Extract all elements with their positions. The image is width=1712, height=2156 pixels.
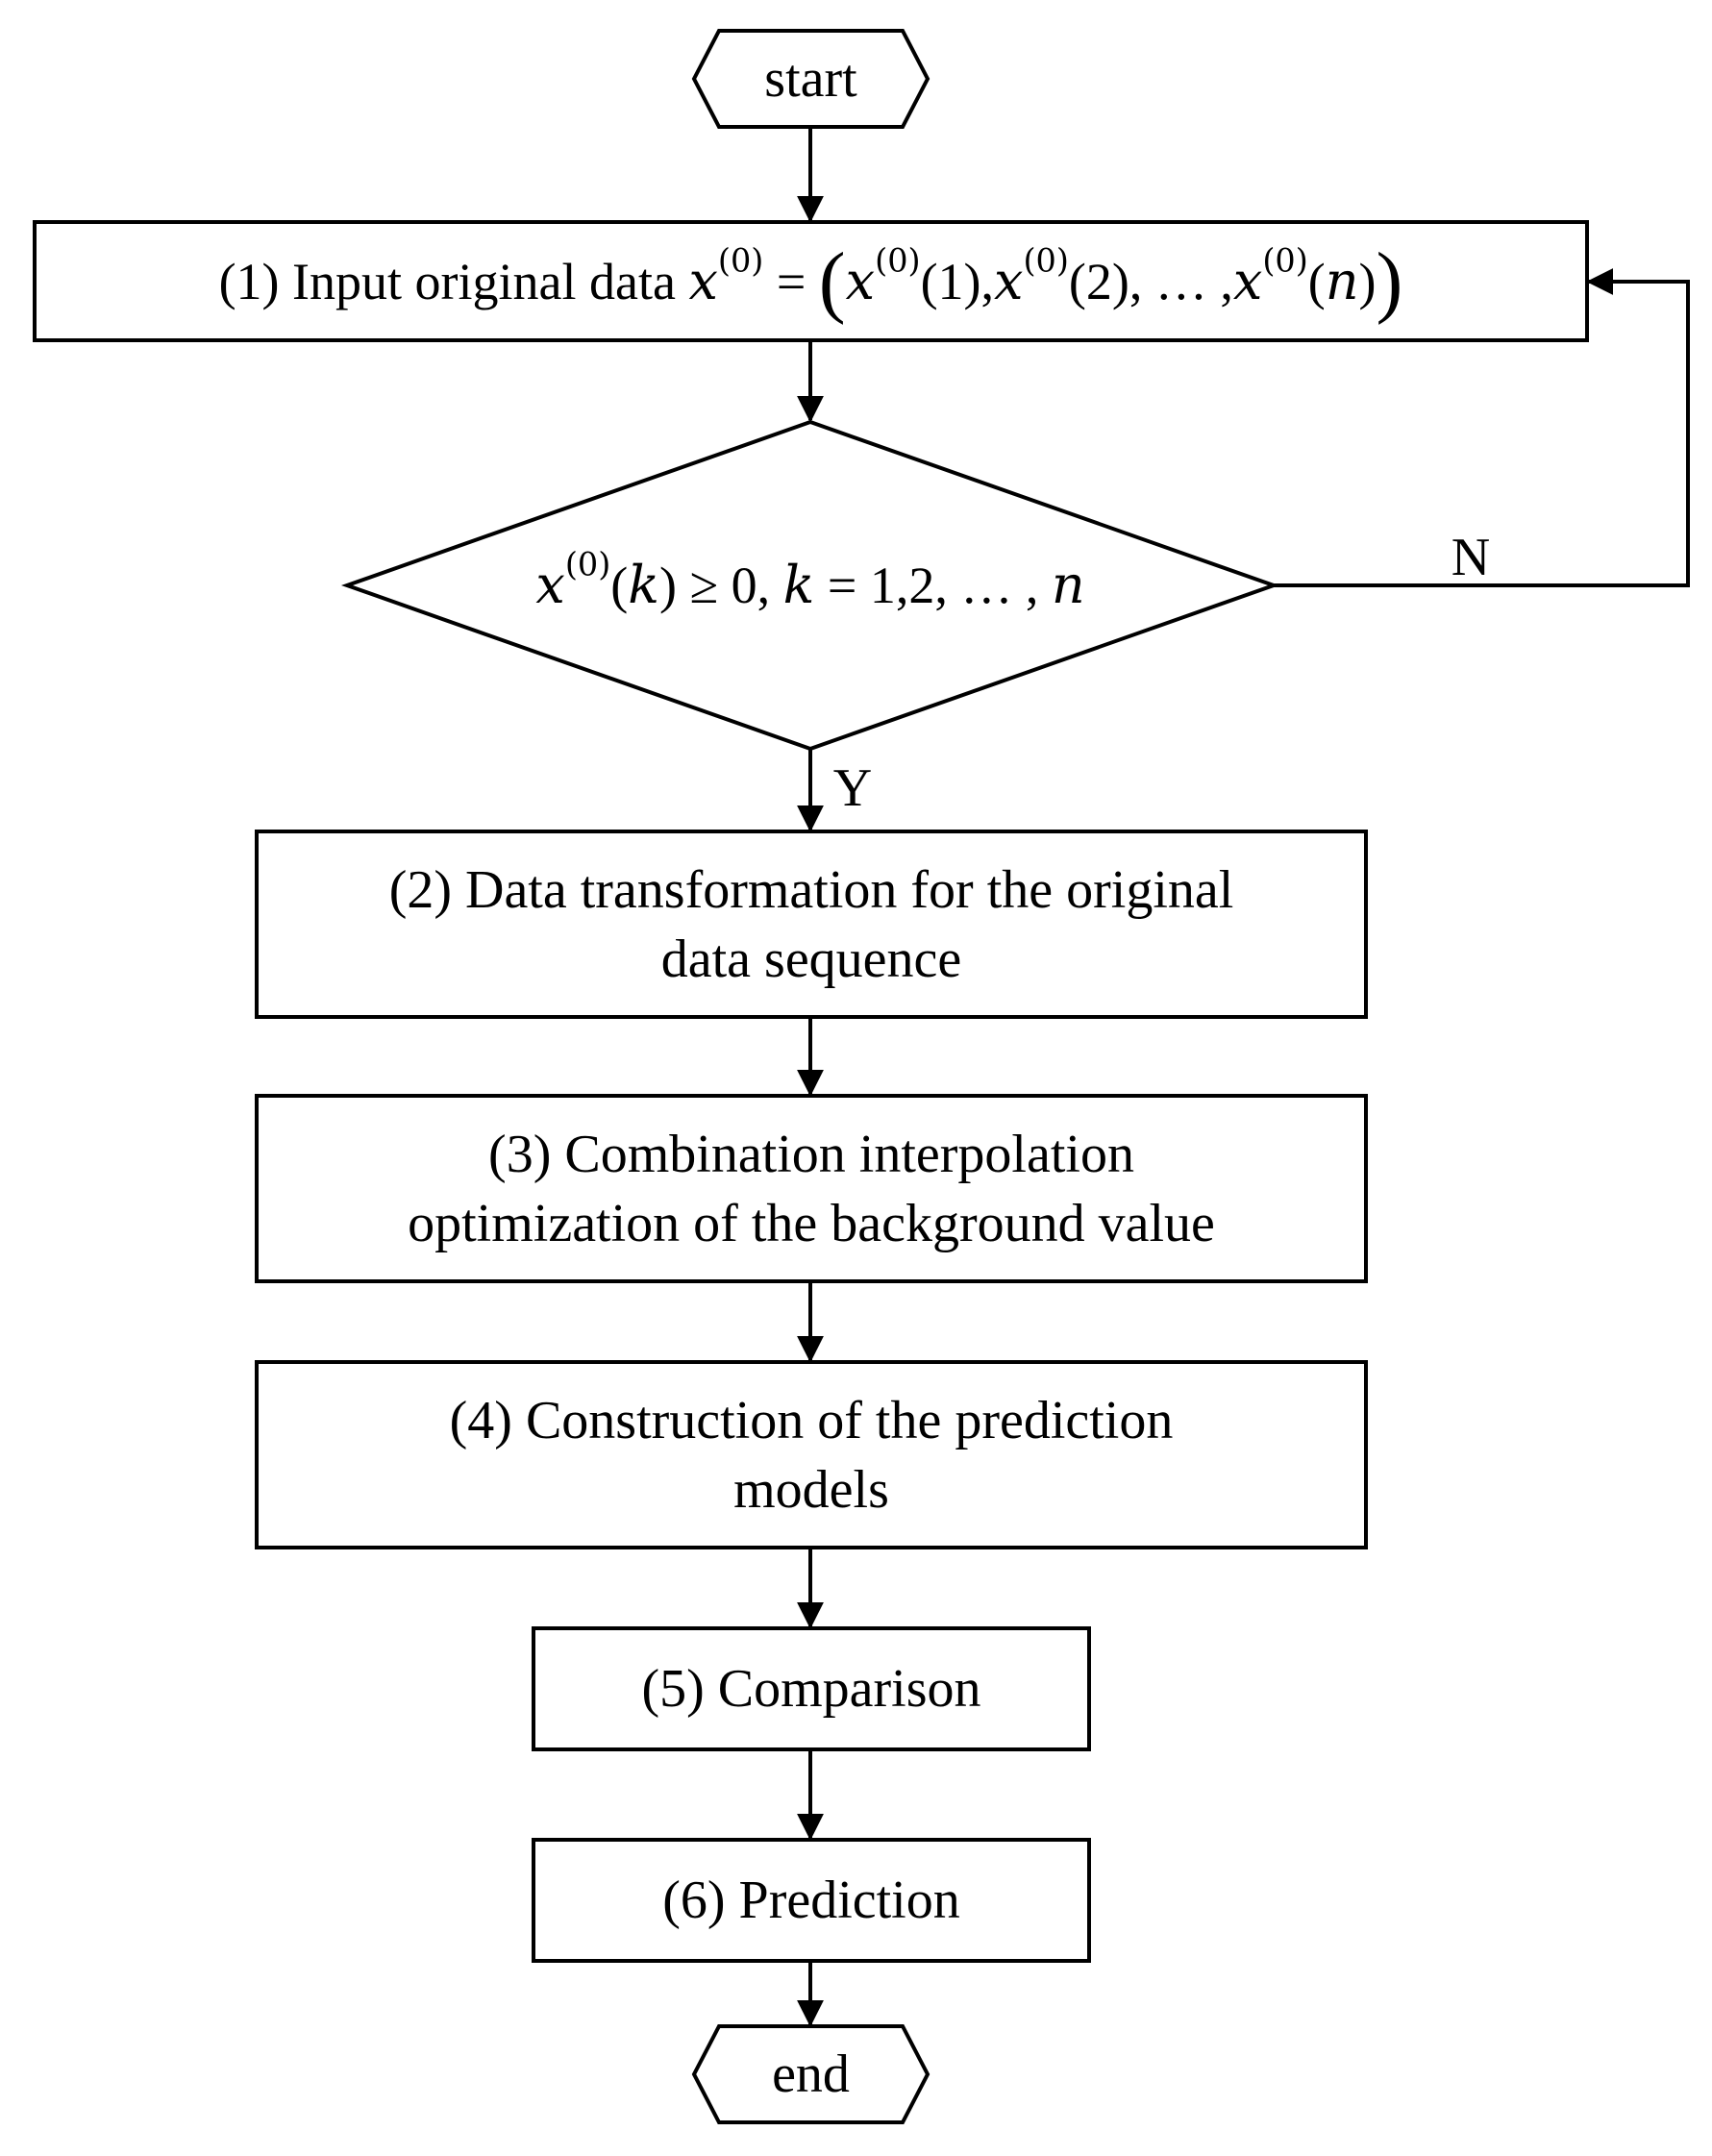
step1-label: (1) Input original data x(0) = (x(0)(1),… [218, 235, 1403, 326]
step5-label: (5) Comparison [641, 1659, 981, 1719]
decision-k1: k [628, 555, 659, 615]
end-terminator [691, 2024, 930, 2124]
step2-line1: (2) Data transformation for the original [388, 859, 1234, 920]
decision-p1: ( [610, 557, 629, 614]
step1-sup-b: (0) [1023, 241, 1069, 280]
step2-label: (2) Data transformation for the original… [257, 831, 1366, 1017]
end-label: end [772, 2044, 850, 2104]
step4-label: (4) Construction of the prediction model… [257, 1362, 1366, 1548]
step3-line2: optimization of the background value [408, 1193, 1215, 1253]
start-terminator [691, 29, 930, 129]
decision-k2: k [782, 555, 815, 615]
step6-label: (6) Prediction [662, 1871, 960, 1930]
step1-t1: (1), [920, 252, 995, 310]
start-label: start [764, 49, 857, 109]
step1-t3: ( [1307, 252, 1326, 310]
decision-n: n [1051, 555, 1085, 615]
decision-sup: (0) [564, 545, 611, 583]
step4-line1: (4) Construction of the prediction [449, 1390, 1174, 1450]
step1-text: (1) Input original data [218, 252, 676, 310]
decision-p3: = 1,2, … , [827, 557, 1039, 614]
step1-var-b: x [994, 250, 1024, 311]
step1-var: x [688, 250, 718, 311]
step1-t4: ) [1358, 252, 1377, 310]
decision-var: x [535, 555, 565, 615]
step1-n: n [1325, 250, 1359, 311]
step1-sup-c: (0) [1262, 241, 1308, 280]
decision-p2: ) ≥ 0, [659, 557, 771, 614]
arrow-no-loop-back [1274, 268, 1690, 587]
decision-no-label: N [1451, 528, 1491, 587]
step3-label: (3) Combination interpolation optimizati… [257, 1096, 1366, 1281]
step1-var-c: x [1232, 250, 1263, 311]
step3-line1: (3) Combination interpolation [488, 1124, 1134, 1184]
step1-sup-a: (0) [875, 241, 921, 280]
step2-line2: data sequence [660, 929, 962, 989]
decision-yes-label: Y [832, 758, 873, 818]
step1-sup: (0) [717, 241, 764, 280]
step1-var-a: x [845, 250, 876, 311]
step4-line2: models [733, 1459, 889, 1520]
step1-t2: (2), … , [1068, 252, 1233, 310]
decision-label: x(0)(k) ≥ 0, k = 1,2, … , n [347, 547, 1274, 624]
step1-eq: = [776, 252, 806, 310]
